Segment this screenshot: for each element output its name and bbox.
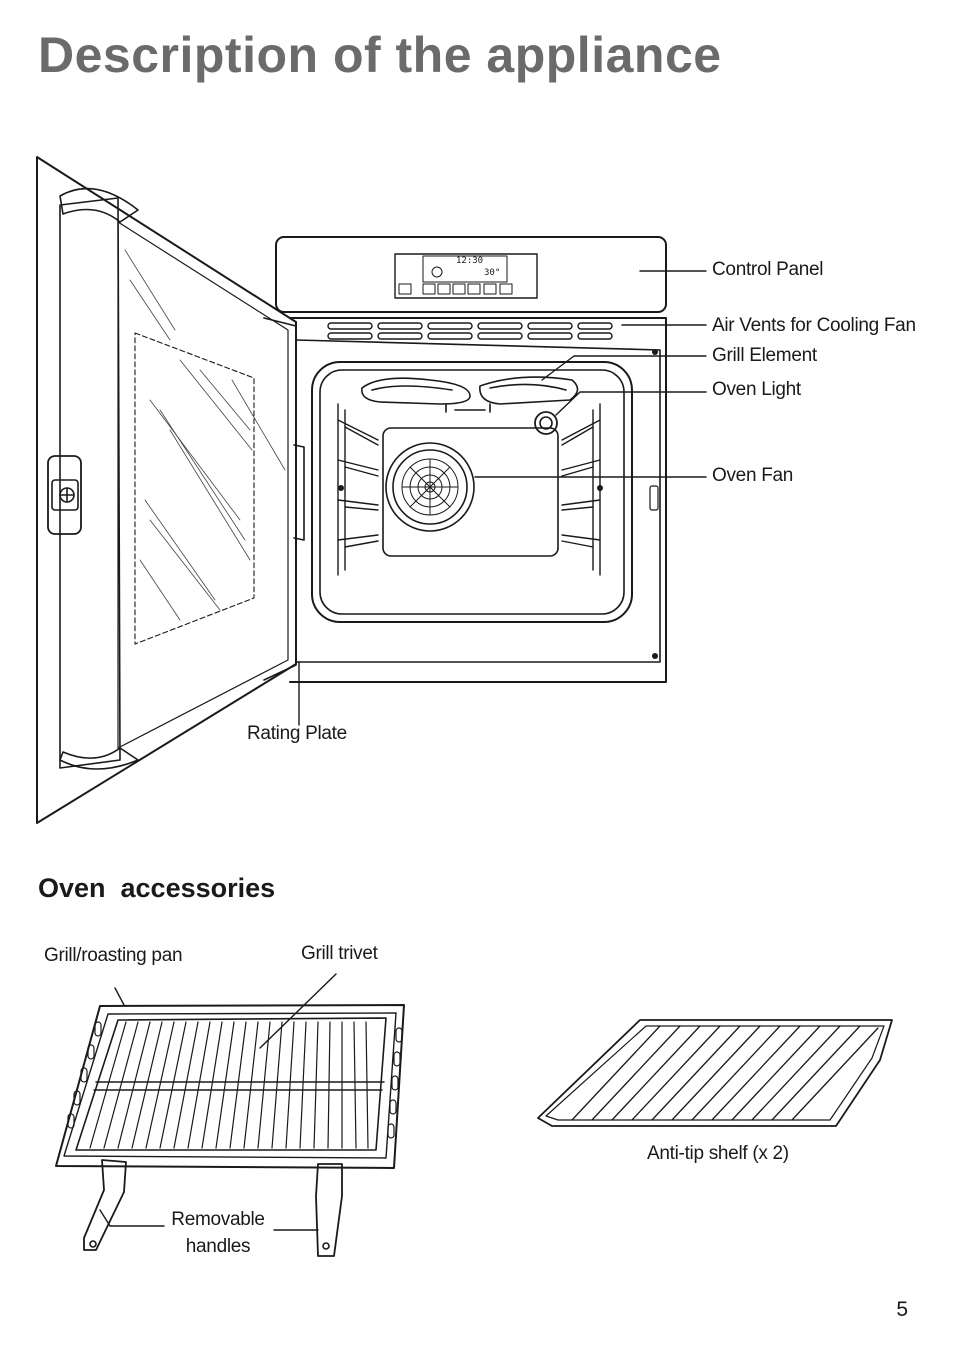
grill-pan-drawing	[55, 973, 405, 1257]
oven-door	[36, 156, 305, 824]
display-time: 12:30	[456, 256, 484, 266]
grill-element-label: Grill Element	[712, 345, 817, 366]
oven-body	[289, 317, 667, 683]
rating-plate-label: Rating Plate	[247, 723, 347, 744]
oven-light-label: Oven Light	[712, 379, 801, 400]
anti-tip-shelf-label: Anti-tip shelf (x 2)	[647, 1143, 789, 1164]
removable-handles-label-line1: Removable	[171, 1209, 265, 1230]
accessories-heading: Oven accessories	[38, 873, 276, 903]
oven-fan-label: Oven Fan	[712, 465, 794, 486]
leader-lines	[298, 270, 707, 726]
grill-trivet-label: Grill trivet	[301, 943, 378, 964]
page-title: Description of the appliance	[38, 27, 722, 83]
air-vents-label: Air Vents for Cooling Fan	[712, 315, 916, 336]
removable-handles-label-line2: handles	[185, 1236, 251, 1257]
grill-pan-label: Grill/roasting pan	[44, 945, 183, 966]
control-panel	[275, 236, 667, 313]
control-panel-label: Control Panel	[712, 259, 824, 280]
display-temperature: 30°	[484, 268, 501, 278]
page-number: 5	[896, 1298, 908, 1321]
anti-tip-shelf-drawing	[537, 1019, 893, 1127]
